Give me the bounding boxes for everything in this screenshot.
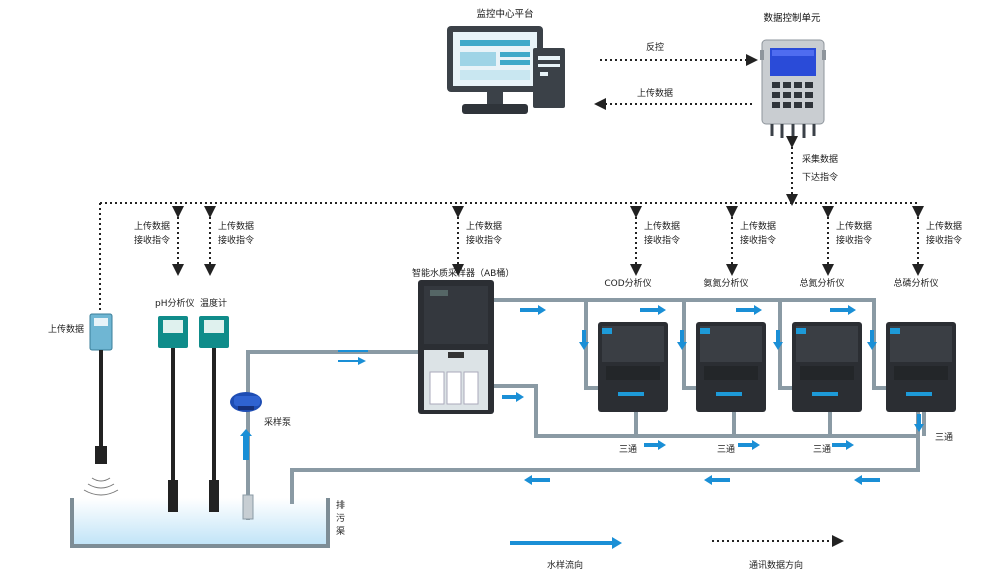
flow-arrow-right (830, 305, 856, 315)
analyzer-feed-pipe (682, 300, 696, 390)
legend: 水样流向 通讯数据方向 (510, 535, 844, 571)
analyzer-label: COD分析仪 (604, 277, 651, 289)
comm-upload-label: 上传数据 (740, 220, 776, 232)
comm-upload-label: 上传数据 (644, 220, 680, 232)
comm-receive-label: 接收指令 (644, 234, 680, 246)
flow-arrow-left (704, 475, 730, 485)
comm-upload-label: 上传数据 (466, 220, 502, 232)
flow-arrow-left (854, 475, 880, 485)
water-body (72, 498, 328, 546)
ph-analyzer-icon (158, 316, 188, 512)
legend-comm-label: 通讯数据方向 (749, 559, 803, 571)
flow-arrow-down (773, 330, 783, 350)
comm-receive-label: 接收指令 (134, 234, 170, 246)
analyzer-label: 总磷分析仪 (893, 277, 938, 289)
flow-arrow-down (579, 330, 589, 350)
feedback-label: 反控 (646, 41, 664, 53)
intake-pipe (246, 350, 418, 520)
flow-arrow-left (524, 475, 550, 485)
comm-upload-label: 上传数据 (926, 220, 962, 232)
control-unit-label: 数据控制单元 (763, 12, 821, 24)
comm-upload-label: 上传数据 (836, 220, 872, 232)
flow-arrow-right (738, 440, 760, 450)
flow-arrow-to-sampler (338, 357, 366, 365)
analyzer-cabinet-icon (584, 300, 668, 436)
analyzer-cabinet-icon (872, 300, 956, 436)
flow-arrow-right (736, 305, 762, 315)
pump-label: 采样泵 (264, 416, 291, 428)
drain-label: 排 污 渠 (336, 499, 348, 537)
comm-upload-label: 上传数据 (134, 220, 170, 232)
legend-water-flow-label: 水样流向 (547, 559, 583, 571)
analyzer-label: 总氮分析仪 (799, 277, 844, 289)
sampler-label: 智能水质采样器（AB桶） (412, 267, 514, 279)
analyzer-feed-pipe (778, 300, 792, 390)
flow-arrow-pump-up (240, 429, 252, 460)
data-control-unit-icon (760, 39, 826, 138)
thermometer-icon (199, 316, 229, 512)
tee-label: 三通 (619, 444, 637, 455)
flow-arrow-right (832, 440, 854, 450)
flow-arrow-down (677, 330, 687, 350)
tee-label: 三通 (813, 444, 831, 455)
tee-label: 三通 (935, 432, 953, 443)
comm-upload-label: 上传数据 (218, 220, 254, 232)
upload-label-top: 上传数据 (637, 87, 673, 99)
temp-label: 温度计 (200, 297, 227, 309)
analyzer-feed-pipe (872, 300, 886, 390)
flow-arrow-right (520, 305, 546, 315)
level-upload-label: 上传数据 (48, 323, 84, 335)
analyzer-feed-pipe (584, 300, 598, 390)
level-sensor-icon (83, 313, 119, 496)
sample-pump-icon (230, 392, 262, 412)
return-pipe-upper (494, 384, 918, 438)
comm-receive-label: 接收指令 (466, 234, 502, 246)
collect-label-2: 下达指令 (802, 171, 838, 183)
legend-water-flow-arrow (510, 537, 622, 549)
flow-arrow-down (867, 330, 877, 350)
tee-label: 三通 (717, 444, 735, 455)
water-sampler-icon (418, 280, 494, 414)
analyzer-cabinet-icon (682, 300, 766, 436)
flow-arrow-right (502, 392, 524, 402)
drain-return-pipe (290, 412, 920, 504)
analyzer-label: 氨氮分析仪 (703, 277, 748, 289)
comm-receive-label: 接收指令 (836, 234, 872, 246)
comm-receive-label: 接收指令 (218, 234, 254, 246)
flow-arrow-down (914, 414, 924, 432)
comm-receive-label: 接收指令 (926, 234, 962, 246)
ph-label: pH分析仪 (155, 297, 194, 309)
comm-receive-label: 接收指令 (740, 234, 776, 246)
flow-arrows (502, 305, 924, 485)
analyzer-cabinet-icon (778, 300, 862, 436)
flow-arrow-right (644, 440, 666, 450)
platform-label: 监控中心平台 (476, 8, 533, 20)
collect-label-1: 采集数据 (802, 153, 838, 165)
flow-arrow-right (640, 305, 666, 315)
tank-wall (70, 498, 330, 548)
monitor-computer-icon (447, 26, 565, 114)
